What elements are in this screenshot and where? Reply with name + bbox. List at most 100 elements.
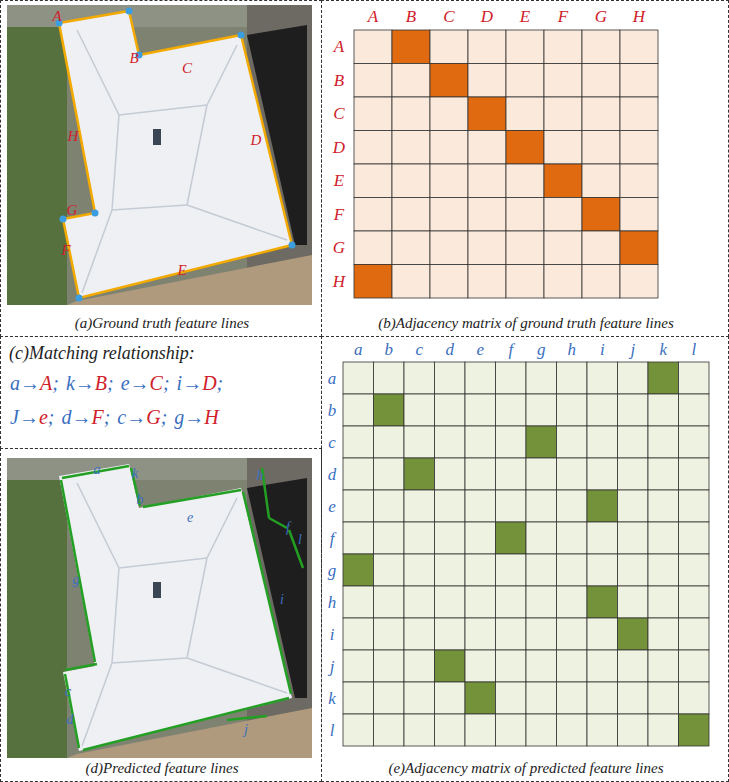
matrix-header: h: [568, 341, 577, 358]
matrix-cell: [465, 362, 496, 394]
matrix-cell: [404, 618, 435, 650]
matrix-header: f: [330, 530, 335, 547]
matrix-cell: [587, 426, 618, 458]
matrix-header: D: [333, 139, 345, 156]
matrix-cell: [374, 586, 405, 618]
matrix-cell: [465, 682, 496, 714]
matrix-cell: [435, 522, 466, 554]
matrix-cell: [404, 362, 435, 394]
matrix-cell: [343, 362, 374, 394]
matrix-cell: [465, 522, 496, 554]
matrix-cell: [343, 554, 374, 586]
matrix-cell: [618, 522, 649, 554]
matrix-cell: [404, 426, 435, 458]
matrix-cell: [374, 394, 405, 426]
matrix-cell: [435, 490, 466, 522]
matrix-header: a: [354, 341, 363, 358]
matching-token: J: [10, 406, 19, 428]
matrix-cell: [679, 586, 710, 618]
matching-token: →: [71, 406, 91, 428]
line-label: B: [129, 51, 138, 66]
matrix-cell: [544, 30, 582, 64]
matrix-cell: [404, 522, 435, 554]
matrix-cell: [648, 586, 679, 618]
matrix-cell: [526, 586, 557, 618]
matrix-cell: [435, 554, 466, 586]
matrix-header: k: [659, 341, 667, 358]
matrix-header: B: [334, 72, 344, 89]
line-label: c: [65, 685, 71, 699]
line-label: k: [132, 467, 138, 481]
matrix-cell: [430, 265, 468, 299]
matrix-cell: [544, 198, 582, 232]
matrix-header: d: [328, 466, 337, 483]
matrix-cell: [620, 164, 658, 198]
line-label: G: [67, 203, 78, 218]
matrix-cell: [679, 650, 710, 682]
matrix-cell: [430, 131, 468, 165]
matrix-cell: [468, 97, 506, 131]
matrix-cell: [496, 618, 527, 650]
matrix-cell: [496, 586, 527, 618]
matrix-cell: [496, 714, 527, 746]
matrix-header: j: [630, 341, 635, 358]
matching-token: ;: [163, 372, 170, 394]
line-label: A: [52, 9, 61, 24]
matrix-cell: [587, 362, 618, 394]
matrix-cell: [430, 97, 468, 131]
matching-token: ;: [107, 372, 114, 394]
line-label: D: [251, 133, 262, 148]
matrix-cell: [506, 265, 544, 299]
figure-panel: (b)Adjacency matrix of ground truth feat…: [321, 0, 729, 337]
matrix-cell: [557, 586, 588, 618]
matrix-cell: [465, 714, 496, 746]
matrix-header: e: [476, 341, 484, 358]
matrix-cell: [544, 231, 582, 265]
matrix-cell: [343, 458, 374, 490]
matrix-cell: [618, 490, 649, 522]
matrix-cell: [679, 682, 710, 714]
matrix-cell: [374, 618, 405, 650]
matrix-cell: [343, 426, 374, 458]
matrix-cell: [648, 490, 679, 522]
matrix-cell: [506, 198, 544, 232]
matching-token: →: [75, 372, 95, 394]
matching-token: B: [95, 372, 107, 394]
matrix-cell: [343, 650, 374, 682]
matrix-cell: [430, 198, 468, 232]
matrix-cell: [526, 394, 557, 426]
matrix-cell: [496, 394, 527, 426]
matrix-header: H: [633, 8, 645, 25]
matrix-cell: [465, 650, 496, 682]
matrix-cell: [679, 362, 710, 394]
panel-caption: (c)Matching relationship:: [9, 343, 195, 364]
matrix-cell: [506, 30, 544, 64]
matching-token: →: [19, 406, 39, 428]
matrix-cell: [465, 586, 496, 618]
matrix-cell: [618, 650, 649, 682]
matrix-cell: [648, 362, 679, 394]
matrix-cell: [557, 490, 588, 522]
matrix-header: e: [328, 498, 336, 515]
matching-token: d: [61, 406, 71, 428]
matrix-cell: [526, 682, 557, 714]
matching-token: ;: [161, 406, 168, 428]
matrix-cell: [618, 682, 649, 714]
matrix-cell: [648, 394, 679, 426]
matrix-cell: [468, 164, 506, 198]
matrix-cell: [679, 490, 710, 522]
matrix-cell: [392, 198, 430, 232]
matching-token: F: [91, 406, 103, 428]
matrix-cell: [496, 554, 527, 586]
matrix-cell: [468, 131, 506, 165]
matrix-header: E: [334, 172, 344, 189]
matrix-cell: [679, 554, 710, 586]
matrix-cell: [354, 131, 392, 165]
matrix-cell: [506, 231, 544, 265]
matrix-cell: [618, 618, 649, 650]
matrix-cell: [620, 265, 658, 299]
matrix-cell: [587, 554, 618, 586]
matrix-cell: [496, 426, 527, 458]
matching-token: k: [66, 372, 75, 394]
matrix-cell: [435, 682, 466, 714]
